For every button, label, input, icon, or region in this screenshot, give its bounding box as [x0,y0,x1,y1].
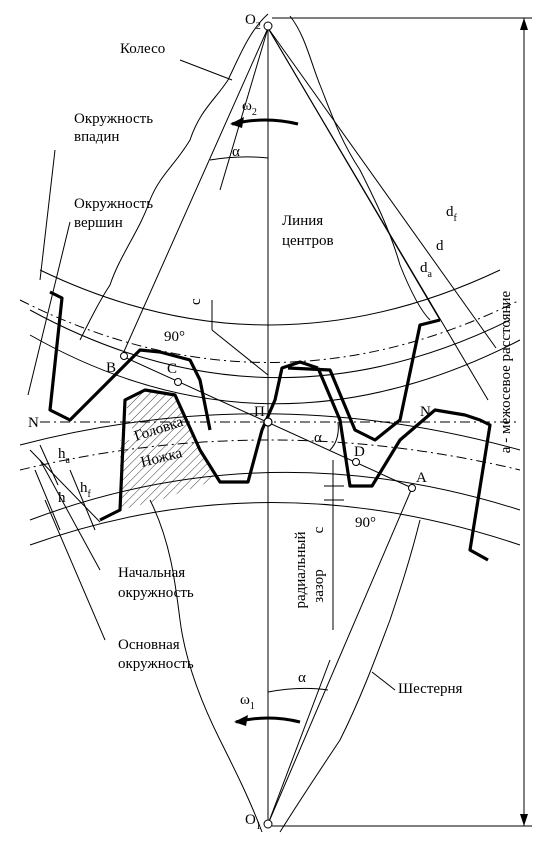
label-point-A: A [416,470,427,486]
h-dim [34,469,61,531]
leader-vpadin [39,149,56,281]
label-ha: ha [58,446,71,466]
label-da: da [420,260,433,280]
point-D [352,458,360,466]
ha-dim [39,444,59,486]
root-circle-pinion [29,471,521,521]
height-dim-leader [29,449,101,523]
tip-circle-wheel [29,309,511,379]
label-df: df [446,204,458,224]
leader-koleso [179,59,233,81]
radius-O1-alpha [267,659,331,825]
pinion-outline [149,499,263,833]
point-A [408,484,416,492]
pinion-outline-right [279,519,421,833]
leader-osnovnaya [44,499,106,641]
label-O2: O2 [245,12,261,32]
alpha-arc-top [209,156,269,161]
label-osn-2: окружность [118,656,194,672]
label-okr-vpadin-1: Окружность [74,111,153,127]
axis-distance-arrow-bottom [520,814,528,826]
root-circle-wheel [39,269,501,326]
point-O2 [263,21,273,31]
label-point-N-left: N [28,415,39,431]
point-B [120,352,128,360]
pole-point [263,417,273,427]
label-point-C: C [167,361,177,377]
radius-O2-alpha [219,27,269,191]
label-alpha-top: α [232,144,240,160]
root-hatch [120,440,215,510]
label-shesternia: Шестерня [398,681,463,697]
c-top-leader [211,329,269,376]
wheel-outline [79,13,269,341]
label-hf: hf [80,480,92,500]
point-C [174,378,182,386]
label-osn-1: Основная [118,637,180,653]
label-zazor: зазор [311,569,327,602]
label-omega2: ω2 [242,98,257,118]
label-radialny: радиальный [293,531,309,608]
radius-O2-da [267,27,441,321]
wheel-teeth [48,290,441,442]
radius-O1-A [267,487,413,825]
label-90-bottom: 90° [355,515,376,531]
label-O1: O1 [245,812,261,832]
label-90-top: 90° [164,329,185,345]
hf-dim [69,469,96,531]
pitch-circle-wheel [19,299,521,363]
label-okr-vpadin-2: впадин [74,129,119,145]
label-point-N-right: N [420,404,431,420]
omega1-arrowhead [234,715,248,726]
label-nach-2: окружность [118,585,194,601]
label-point-B: B [106,360,116,376]
omega2-arrowhead [230,117,244,128]
label-okr-vershin-2: вершин [74,215,123,231]
label-nach-1: Начальная [118,565,185,581]
label-axis-distance: a - межосевое расстояние [498,290,514,453]
label-h: h [58,490,66,506]
radius-O2-df [267,27,497,349]
alpha-arc-mid [329,421,339,451]
wheel-outline-right [289,15,431,321]
label-omega1: ω1 [240,692,255,712]
leader-vershin [27,221,71,396]
label-alpha-mid: α [314,430,322,446]
label-linia-2: центров [282,233,334,249]
label-c-top: c [188,298,204,305]
radius-O2-B [121,27,269,357]
label-point-D: D [354,444,365,460]
label-d: d [436,238,444,254]
alpha-arc-bottom [267,687,329,693]
pitch-circle-pinion [19,439,521,471]
axis-distance-arrow-top [520,18,528,30]
head-hatch [125,390,195,440]
point-O1 [263,819,273,829]
label-alpha-bottom: α [298,670,306,686]
leader-nachalnaya [39,459,101,571]
label-koleso: Колесо [120,41,165,57]
label-pole: П [254,404,265,420]
base-circle-pinion [29,502,521,546]
base-circle-wheel [29,334,521,405]
label-okr-vershin-1: Окружность [74,196,153,212]
label-zazor-c: c [311,526,327,533]
leader-shesternia [371,671,396,691]
label-linia-1: Линия [282,213,323,229]
